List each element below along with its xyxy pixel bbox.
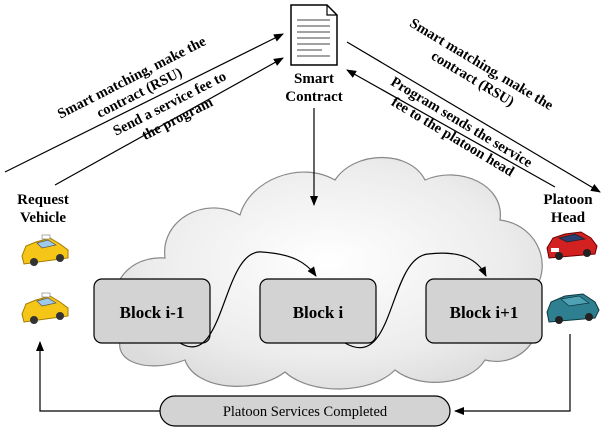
blockchain-cloud — [113, 156, 543, 390]
platoon-head-label-1: Platoon — [543, 192, 593, 208]
arrow-completed-to-request — [36, 341, 160, 412]
chain-link-1 — [179, 251, 317, 348]
arrow-request-to-contract-upper — [4, 33, 284, 173]
request-vehicle-label-2: Vehicle — [20, 210, 66, 226]
block-label: Block i+1 — [450, 303, 519, 322]
arrow-platoon-to-contract-lower — [346, 69, 556, 188]
car-icon — [546, 231, 598, 260]
block-label: Block i — [293, 303, 344, 322]
taxi-icon — [21, 234, 69, 266]
car-icon — [546, 293, 600, 324]
document-icon — [290, 4, 338, 66]
block-i-minus-1 — [93, 278, 211, 344]
block-i — [259, 278, 377, 344]
completed-label: Platoon Services Completed — [223, 404, 388, 420]
arrow-contract-to-platoon-upper — [346, 41, 601, 193]
chain-link-2 — [344, 252, 487, 349]
taxi-icon — [21, 292, 69, 324]
smart-contract-label-1: Smart — [294, 71, 334, 87]
smart-contract-label-2: Contract — [285, 89, 342, 105]
platoon-head-label-2: Head — [551, 210, 586, 226]
request-vehicle-label-1: Request — [17, 192, 69, 208]
arrow-request-to-contract-lower — [54, 57, 284, 186]
block-label: Block i-1 — [120, 303, 185, 322]
block-i-plus-1 — [425, 278, 543, 344]
arrow-platoon-to-completed — [454, 334, 571, 415]
